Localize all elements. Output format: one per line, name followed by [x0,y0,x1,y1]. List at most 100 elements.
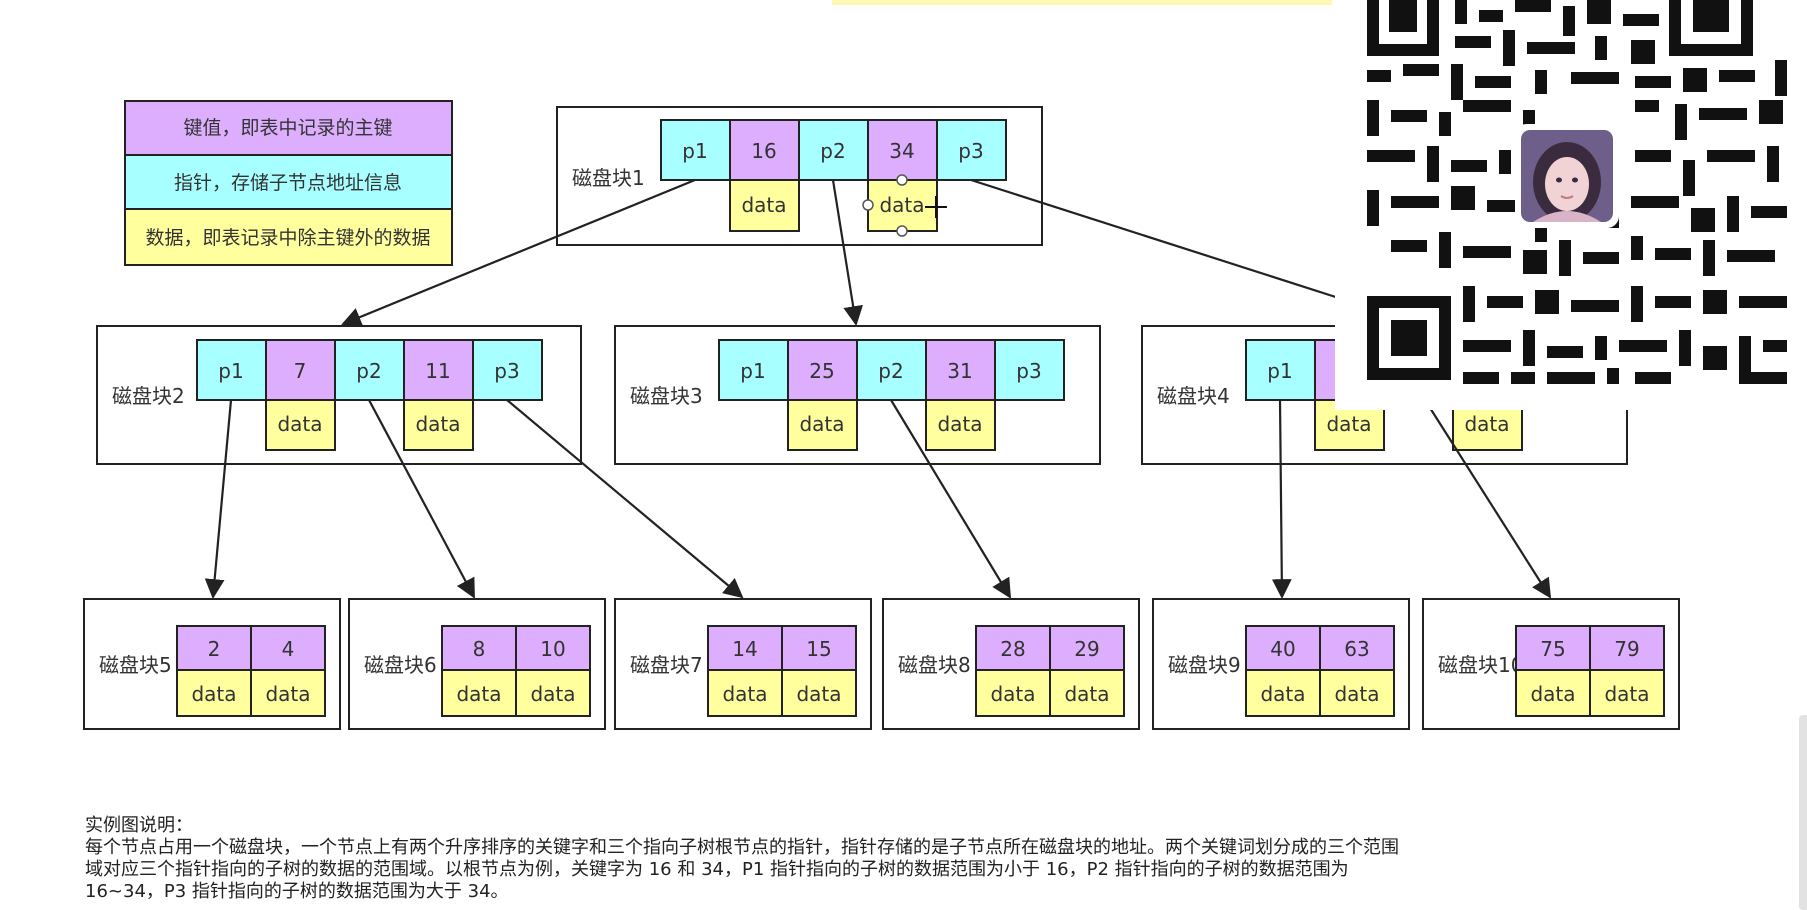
legend: 键值，即表中记录的主键 指针，存储子节点地址信息 数据，即表记录中除主键外的数据 [124,100,453,266]
arrow-b4-p3 [1424,399,1552,599]
pointer-cell [1245,339,1316,401]
data-cell-text: data [937,412,982,436]
pointer-cell [334,339,405,401]
block-label: 磁盘块8 [898,653,971,677]
data-cell-text: data [415,412,460,436]
pointer-cell-text: p2 [820,139,845,163]
block-label: 磁盘块6 [364,653,437,677]
data-cell-text: data [1334,682,1379,706]
data-cell-text: data [1604,682,1649,706]
legend-pointer-swatch [124,154,453,210]
data-cell [1515,669,1591,717]
data-cell-text: data [530,682,575,706]
key-cell-text: 79 [1614,637,1639,661]
legend-data-text: 数据，即表记录中除主键外的数据 [145,227,430,249]
block-frame [556,106,1043,246]
data-cell [1319,669,1395,717]
disk-block-6[interactable]: 磁盘块6 8 10 data data [348,598,606,730]
block-label: 磁盘块9 [1168,653,1241,677]
data-cell [265,399,336,451]
description-line: 每个节点占用一个磁盘块，一个节点上有两个升序排序的关键字和三个指向子树根节点的指… [85,837,1399,858]
description-title: 实例图说明： [85,815,193,836]
pointer-cell-text: p3 [1016,359,1041,383]
disk-block-3[interactable]: 磁盘块3 p1 25 p2 31 p3 data data [614,325,1101,465]
key-cell [265,339,336,401]
pointer-cell-text: p2 [878,359,903,383]
data-cell-text: data [990,682,1035,706]
pointer-cell-text: p1 [740,359,765,383]
pointer-cell-text: p1 [218,359,243,383]
move-cursor-icon [925,196,947,218]
block-frame [96,325,582,465]
pointer-cell [196,339,267,401]
pointer-cell-text: p2 [356,359,381,383]
key-cell-text: 31 [947,359,972,383]
arrow-b1-p3 [970,178,1346,302]
qr-code-icon [1335,0,1807,410]
data-cell [787,399,858,451]
pointer-cell-text: p3 [494,359,519,383]
key-cell-text: 28 [1000,637,1025,661]
arrow-b1-p1 [341,178,696,327]
data-cell-text: data [1530,682,1575,706]
key-cell-text: 2 [208,637,221,661]
disk-block-5[interactable]: 磁盘块5 2 4 data data [83,598,341,730]
data-cell-text: data [799,412,844,436]
block-frame [882,598,1140,730]
data-cell [1245,669,1321,717]
key-cell-text: 34 [889,139,914,163]
qr-overlay-panel [1335,0,1807,410]
arrow-b2-p2 [368,399,475,599]
disk-block-9[interactable]: 磁盘块9 40 63 data data [1152,598,1410,730]
key-cell-text: 29 [1074,637,1099,661]
data-cell [250,669,326,717]
vertical-scrollbar[interactable] [1799,715,1807,910]
key-cell-text: 25 [809,359,834,383]
disk-block-7[interactable]: 磁盘块7 14 15 data data [614,598,872,730]
resize-handle[interactable] [862,199,874,211]
legend-key-text: 键值，即表中记录的主键 [183,117,392,139]
block-frame [83,598,341,730]
data-cell [441,669,517,717]
legend-data-swatch [124,208,453,266]
key-cell [1319,625,1395,671]
disk-block-2[interactable]: 磁盘块2 p1 7 p2 11 p3 data data [96,325,582,465]
data-cell [176,669,252,717]
key-cell-text: 11 [425,359,450,383]
data-cell [1589,669,1665,717]
key-cell-text: 75 [1540,637,1565,661]
data-cell-text: data [741,193,786,217]
key-cell-text: 7 [294,359,307,383]
disk-block-10[interactable]: 磁盘块10 75 79 data data [1422,598,1680,730]
key-cell [250,625,326,671]
data-cell-text: data [1064,682,1109,706]
pointer-cell-text: p1 [1267,359,1292,383]
disk-block-8[interactable]: 磁盘块8 28 29 data data [882,598,1140,730]
data-cell [781,669,857,717]
data-cell [515,669,591,717]
key-cell-text: 14 [732,637,757,661]
key-cell-text: 15 [806,637,831,661]
data-cell-text: data [879,193,924,217]
resize-handle[interactable] [896,225,908,237]
block-frame [1152,598,1410,730]
block-label: 磁盘块10 [1438,653,1523,677]
block-frame [1422,598,1680,730]
key-cell-text: 16 [751,139,776,163]
pointer-cell-text: p3 [958,139,983,163]
avatar-photo-icon [1515,124,1619,228]
data-cell-text: data [1464,412,1509,436]
key-cell-text: 63 [1344,637,1369,661]
data-cell-text: data [722,682,767,706]
pointer-cell [994,339,1065,401]
data-cell [925,399,996,451]
block-frame [614,325,1101,465]
disk-block-1[interactable]: 磁盘块1 p1 16 p2 34 p3 data data [556,106,1043,246]
pointer-arrows [204,178,1552,599]
resize-handle[interactable] [896,174,908,186]
block-label: 磁盘块5 [99,653,172,677]
key-cell-text: 4 [282,637,295,661]
block-label: 磁盘块1 [572,166,645,190]
pointer-cell [856,339,927,401]
